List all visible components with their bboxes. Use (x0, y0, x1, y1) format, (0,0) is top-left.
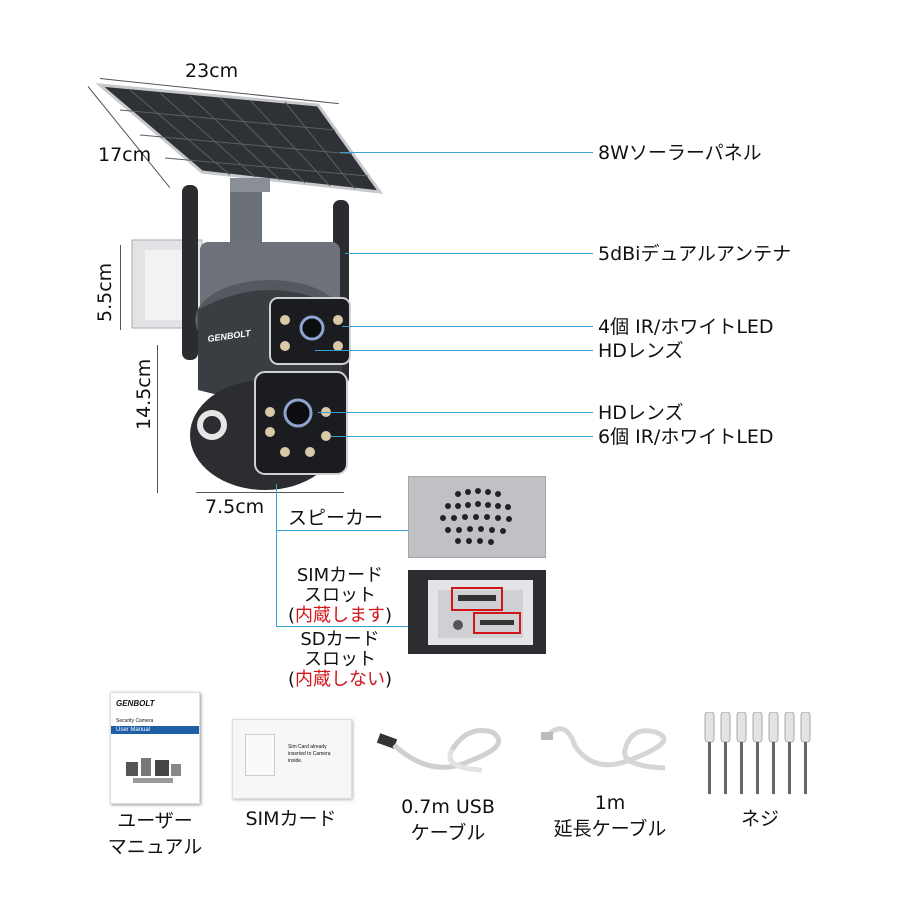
label-lower-lens: HDレンズ (598, 402, 684, 424)
callout-solar-panel (340, 152, 593, 153)
callout-antenna (345, 253, 593, 254)
label-sd-slot: SDカード スロット (内蔵しない) (270, 630, 410, 690)
sd-slot-note: (内蔵しない) (287, 669, 393, 690)
sim-slot-line1: SIMカード (296, 565, 384, 586)
screws-image (704, 712, 811, 794)
callout-vertical (276, 484, 277, 626)
dim-body-width: 7.5cm (205, 496, 265, 518)
usb-cable-image (376, 728, 502, 773)
dim-panel-depth: 17cm (98, 144, 152, 166)
label-sim-slot: SIMカード スロット (内蔵します) (270, 566, 410, 626)
sd-slot-line1: SDカード (300, 629, 380, 650)
manual-brand: GENBOLT (116, 699, 155, 708)
label-lower-led: 6個 IR/ホワイトLED (598, 426, 774, 448)
callout-slots (276, 626, 408, 627)
sim-slot-line2: スロット (304, 585, 376, 606)
upper-lens-module (269, 297, 351, 365)
label-upper-lens: HDレンズ (598, 340, 684, 362)
manual-heading: Security Camera (116, 718, 154, 724)
speaker-photo (408, 476, 546, 558)
antenna-left (182, 185, 198, 360)
callout-upper-lens (315, 350, 593, 351)
dim-panel-width: 23cm (185, 60, 239, 82)
label-screws: ネジ (740, 808, 779, 830)
sd-slot-line2: スロット (304, 649, 376, 670)
label-extension-cable: 1m 延長ケーブル (553, 792, 667, 840)
screw-set (704, 712, 811, 794)
sim-chip (245, 734, 275, 776)
callout-upper-led (342, 326, 593, 327)
camera-illustration: GENBOLT (95, 83, 384, 490)
label-upper-led: 4個 IR/ホワイトLED (598, 316, 774, 338)
callout-lower-lens (318, 412, 593, 413)
callout-speaker (276, 530, 408, 531)
callout-lower-led (330, 436, 593, 437)
manual-title: User Manual (111, 726, 199, 734)
lower-lens-module (254, 371, 348, 475)
sd-slot-highlight (473, 612, 521, 634)
sim-slot-note: (内蔵します) (287, 605, 393, 626)
solar-panel (95, 83, 384, 194)
card-slot-photo (408, 570, 546, 654)
label-usb-cable: 0.7m USB ケーブル (401, 796, 495, 844)
sim-card-image: Sim Card already inserted to Camera insi… (232, 719, 352, 799)
dim-line-body-width (196, 492, 344, 493)
dim-line-battery-height (120, 245, 121, 330)
sim-slot-highlight (451, 587, 503, 611)
dim-line-body-height (157, 345, 158, 493)
label-antenna: 5dBiデュアルアンテナ (598, 243, 792, 265)
sim-card-note: Sim Card already inserted to Camera insi… (288, 744, 331, 764)
label-speaker: スピーカー (288, 507, 384, 529)
label-sim-card: SIMカード (245, 808, 337, 830)
extension-cable-image (541, 726, 667, 771)
label-solar-panel: 8Wソーラーパネル (598, 142, 762, 164)
label-manual: ユーザー マニュアル (107, 810, 203, 858)
user-manual-image: GENBOLT Security Camera User Manual (110, 692, 200, 804)
